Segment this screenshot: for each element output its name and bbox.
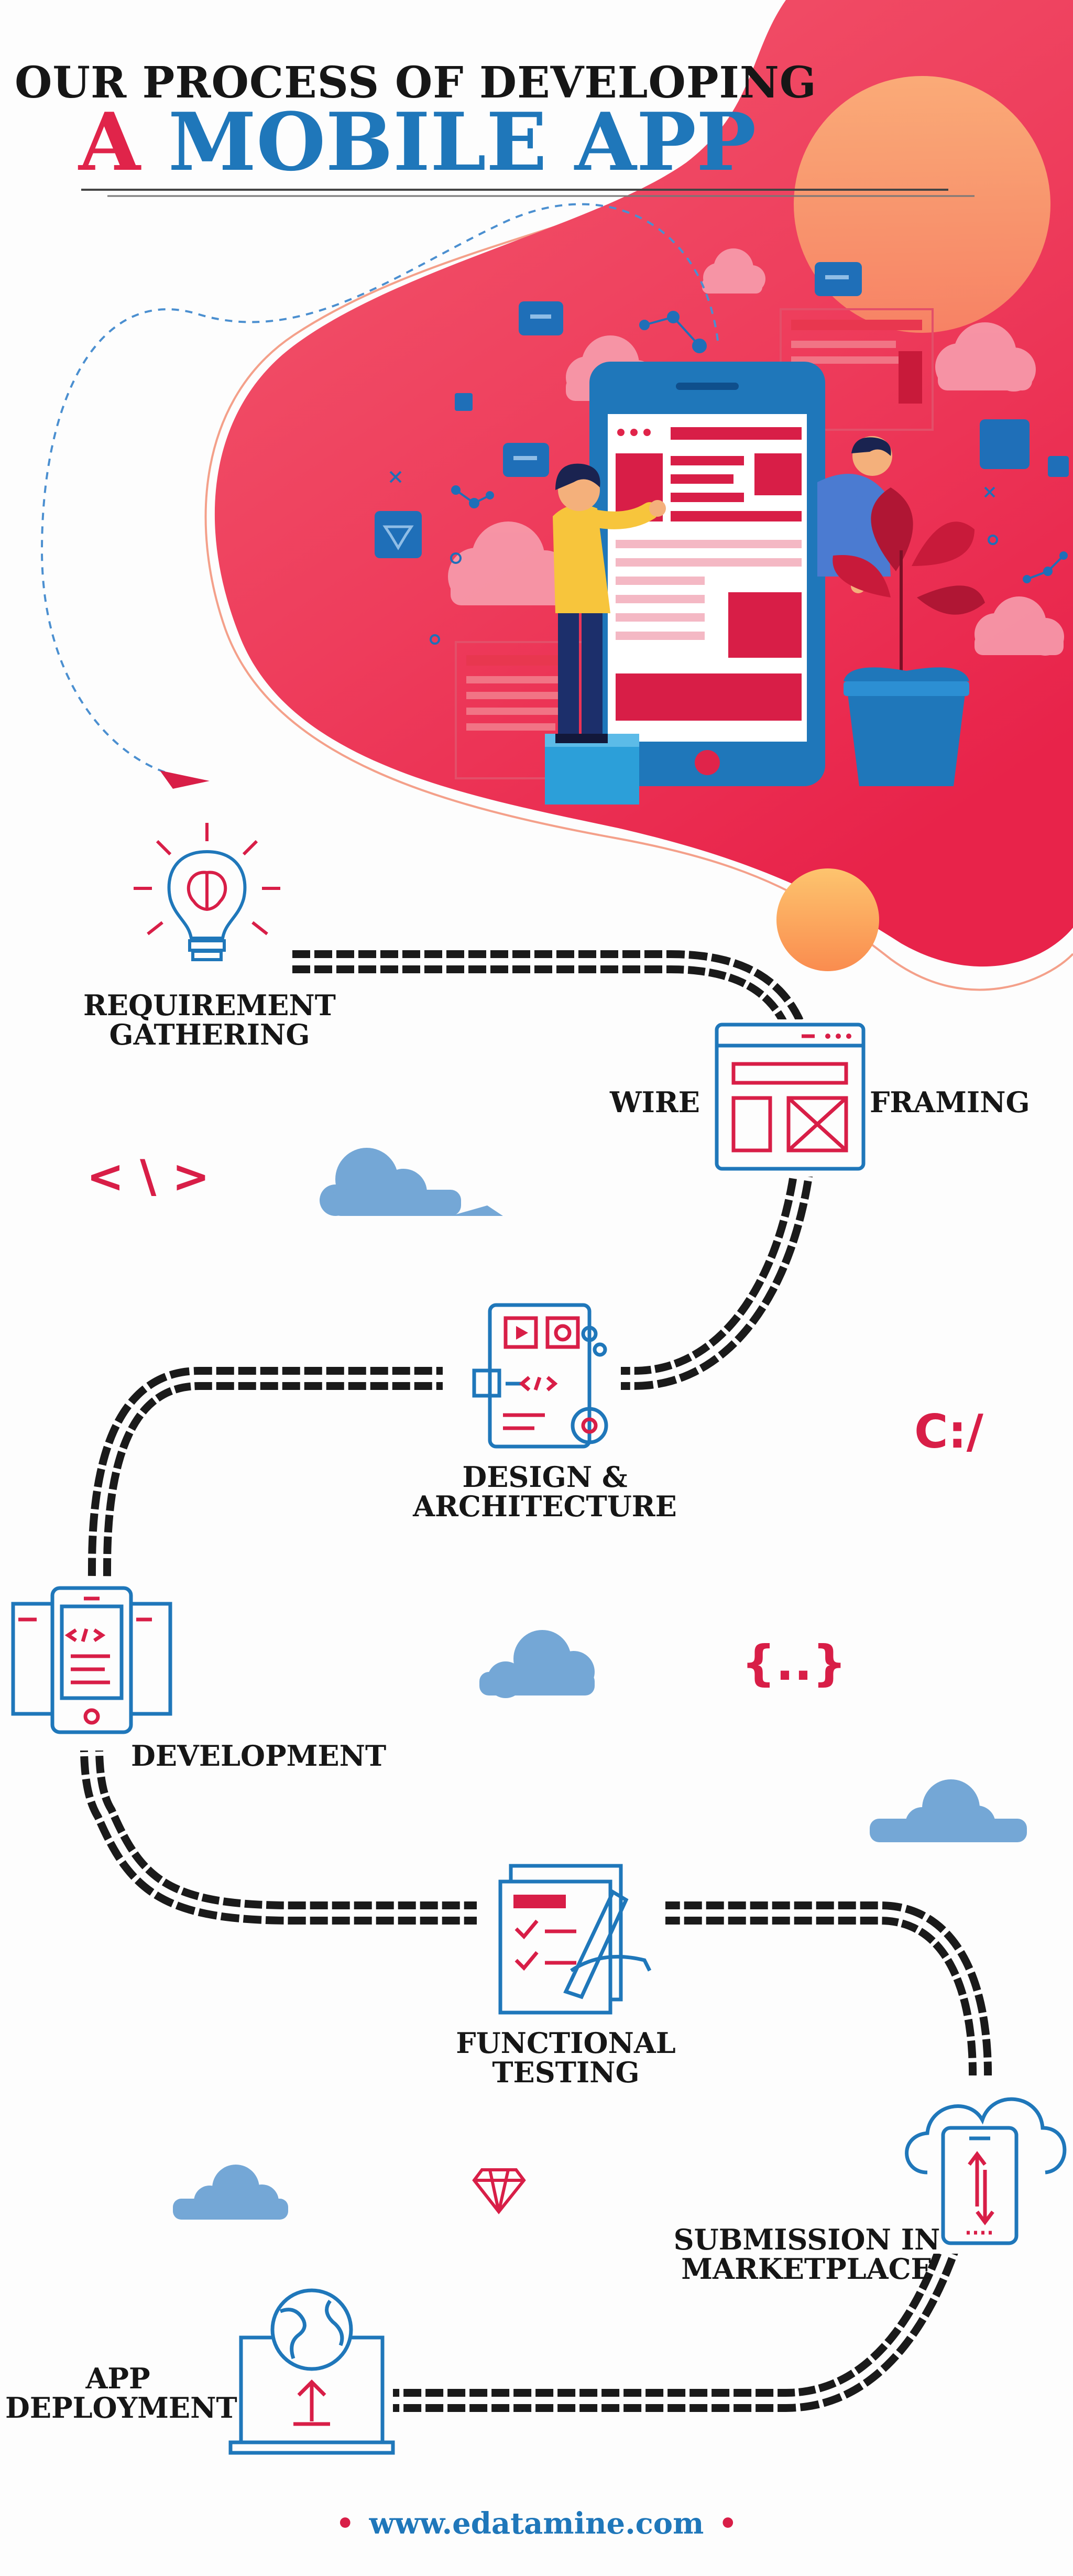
app-design-icon: [472, 1303, 608, 1449]
phone-code-icon: [11, 1586, 172, 1734]
paper-plane-icon: [160, 770, 210, 789]
ring-dot: [988, 535, 998, 545]
cloud-decoration: [173, 2165, 288, 2220]
blob-cloud: [702, 248, 765, 294]
cloud-phone-icon: [905, 2097, 1067, 2245]
title-line-1: OUR PROCESS OF DEVELOPING: [15, 58, 817, 108]
network-node-icon: [451, 485, 494, 508]
cloud-decoration: [320, 1148, 503, 1216]
title-accent: A: [79, 95, 140, 189]
chat-bubble-icon: [815, 262, 862, 296]
flight-path: [40, 203, 719, 774]
step-development-label: DEVELOPMENT: [131, 1739, 387, 1773]
diamond-icon: [472, 2168, 526, 2214]
code-tag-glyph: < \ >: [86, 1150, 210, 1203]
step-framing-label: FRAMING: [870, 1085, 1030, 1119]
developer-figure: [545, 463, 666, 805]
step-design-label: DESIGN &ARCHITECTURE: [413, 1460, 677, 1523]
browser-wireframe-icon: [715, 1023, 866, 1171]
network-node-icon: [1023, 551, 1068, 583]
smartphone-illustration: [589, 362, 825, 786]
ring-dot: [450, 552, 462, 564]
square-chip: [455, 393, 473, 411]
cloud-decoration: [870, 1779, 1027, 1842]
network-node-icon: [639, 311, 707, 353]
potted-plant: [833, 487, 985, 786]
hero-background: [40, 0, 1073, 991]
title-main: MOBILE APP: [168, 95, 757, 189]
footer-url: • www.edatamine.com •: [0, 2506, 1073, 2541]
small-sun: [776, 868, 879, 971]
footer-dot-left: •: [335, 2506, 355, 2541]
diamond-chip-icon: [375, 511, 422, 558]
ring-dot: [430, 634, 440, 645]
checklist-pen-icon: [498, 1864, 652, 2015]
chat-bubble-icon: [519, 301, 563, 335]
blob-cloud: [975, 596, 1064, 656]
lightbulb-brain-icon: [134, 823, 280, 961]
step-wire-label: WIRE: [610, 1085, 700, 1119]
drive-path-glyph: C:/: [914, 1405, 983, 1459]
title-line-2: A MOBILE APP: [79, 102, 756, 182]
braces-glyph: {..}: [741, 1635, 847, 1691]
globe-laptop-icon: [228, 2288, 395, 2455]
sparkle-icon: [389, 471, 995, 498]
square-chip: [1048, 456, 1069, 477]
footer-dot-right: •: [718, 2506, 738, 2541]
blob-cloud: [935, 322, 1036, 392]
chat-bubble-icon: [503, 443, 549, 477]
square-chip: [980, 419, 1030, 469]
website-link[interactable]: www.edatamine.com: [369, 2506, 704, 2541]
cloud-decoration: [479, 1630, 595, 1698]
